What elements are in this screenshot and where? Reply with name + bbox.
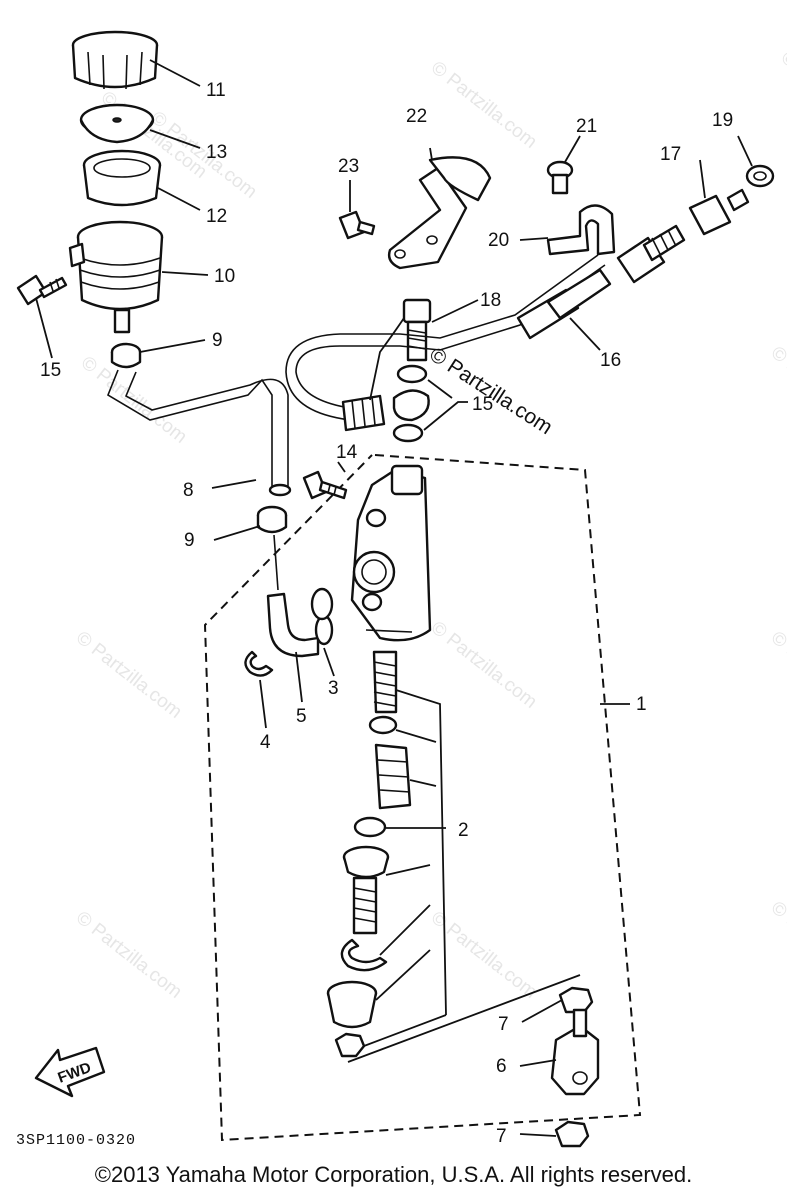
bolt-23 bbox=[338, 210, 376, 240]
fwd-arrow-icon: FWD bbox=[34, 1046, 106, 1098]
callout-12: 12 bbox=[206, 206, 227, 227]
piston-cup-2 bbox=[353, 816, 387, 838]
piston bbox=[374, 743, 412, 810]
leader-lines bbox=[35, 59, 753, 1137]
nut-7-upper bbox=[558, 986, 594, 1014]
callout-2: 2 bbox=[458, 820, 469, 841]
watermark-text: © Partzilla.com bbox=[72, 627, 186, 722]
callout-11: 11 bbox=[206, 80, 226, 101]
bracket-22 bbox=[387, 156, 492, 270]
nut-kit bbox=[334, 1032, 366, 1058]
callout-8: 8 bbox=[183, 480, 194, 501]
fluid-reservoir bbox=[68, 220, 164, 334]
copper-washer-upper bbox=[396, 364, 428, 384]
brake-hose bbox=[285, 254, 612, 432]
watermark-text: © Partzilla.com bbox=[777, 47, 787, 142]
o-ring bbox=[310, 587, 334, 621]
watermark-text: © Partzilla.com bbox=[767, 342, 787, 437]
watermark-overlay: © Partzilla.com bbox=[425, 343, 556, 439]
spring-seat bbox=[368, 715, 398, 735]
callout-20: 20 bbox=[488, 230, 509, 251]
nut-7-lower bbox=[554, 1120, 590, 1148]
callout-13: 13 bbox=[206, 142, 227, 163]
circlip-kit bbox=[340, 938, 388, 972]
callout-10: 10 bbox=[214, 266, 235, 287]
watermark-text: © Partzilla.com bbox=[767, 627, 787, 722]
copper-washer-lower bbox=[392, 423, 424, 443]
sealing-washer-19 bbox=[745, 164, 775, 188]
callout-9-lower: 9 bbox=[184, 530, 195, 551]
callout-3: 3 bbox=[328, 678, 339, 699]
master-cylinder-body bbox=[350, 464, 432, 642]
callout-7-upper: 7 bbox=[498, 1014, 509, 1035]
callout-4: 4 bbox=[260, 732, 271, 753]
watermark-text: © Partzilla.com bbox=[427, 57, 541, 152]
hose-fitting bbox=[616, 188, 750, 284]
callout-16: 16 bbox=[600, 350, 621, 371]
screw-15 bbox=[16, 274, 68, 306]
callout-15-left: 15 bbox=[40, 360, 61, 381]
callout-15-right: 15 bbox=[472, 394, 493, 415]
watermark-text: © Partzilla.com bbox=[767, 897, 787, 992]
callout-23: 23 bbox=[338, 156, 359, 177]
banjo-bolt bbox=[402, 298, 432, 362]
callout-7-lower: 7 bbox=[496, 1126, 507, 1147]
callout-19: 19 bbox=[712, 110, 733, 131]
watermark-text: © Partzilla.com bbox=[427, 617, 541, 712]
reservoir-diaphragm bbox=[82, 149, 162, 207]
callout-labels: 11 13 12 10 15 9 8 9 4 5 3 14 18 15 16 1… bbox=[40, 80, 733, 1147]
callout-5: 5 bbox=[296, 706, 307, 727]
hose-clamp-lower bbox=[256, 505, 288, 534]
callout-18: 18 bbox=[480, 290, 501, 311]
screw-21 bbox=[546, 160, 574, 195]
circlip-4 bbox=[244, 650, 274, 677]
callout-9-upper: 9 bbox=[212, 330, 223, 351]
diaphragm-plate bbox=[79, 103, 155, 144]
hose-clamp-upper bbox=[110, 342, 142, 369]
callout-17: 17 bbox=[660, 144, 681, 165]
hose-bracket-20 bbox=[546, 204, 616, 256]
drawing-code: 3SP1100-0320 bbox=[16, 1132, 136, 1149]
copyright-notice: ©2013 Yamaha Motor Corporation, U.S.A. A… bbox=[94, 1162, 693, 1187]
callout-21: 21 bbox=[576, 116, 597, 137]
reservoir-hose bbox=[107, 369, 292, 497]
hose-joint bbox=[266, 534, 334, 658]
push-rod bbox=[342, 845, 390, 935]
clevis-6 bbox=[550, 1008, 600, 1096]
callout-22: 22 bbox=[406, 106, 427, 127]
assembly-outline bbox=[203, 454, 642, 1142]
dust-boot bbox=[326, 980, 378, 1029]
callout-14: 14 bbox=[336, 442, 358, 463]
bolt-14 bbox=[302, 470, 348, 500]
reservoir-cap bbox=[71, 30, 159, 90]
callout-6: 6 bbox=[496, 1056, 507, 1077]
piston-spring bbox=[372, 650, 398, 714]
watermark-text: © Partzilla.com bbox=[72, 907, 186, 1002]
callout-1: 1 bbox=[636, 694, 647, 715]
